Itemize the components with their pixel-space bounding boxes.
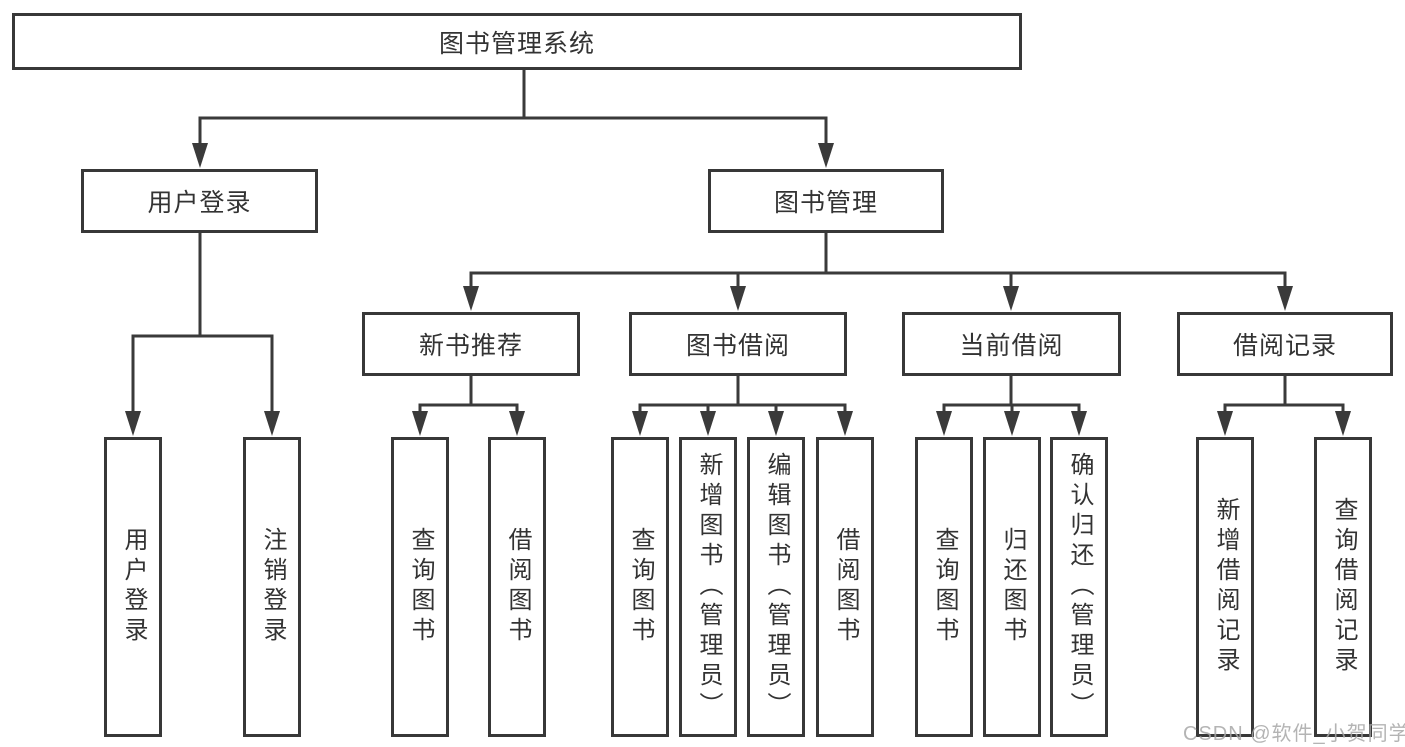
- leaf-label: 用户登录: [120, 527, 147, 647]
- node-new-book-recommendation: 新书推荐: [362, 312, 580, 376]
- node-library-management-system: 图书管理系统: [12, 13, 1022, 70]
- leaf-query-books-borrowing: 查询图书: [611, 437, 669, 737]
- leaf-add-book-admin: 新增图书（管理员）: [679, 437, 737, 737]
- leaf-label: 借阅图书: [504, 527, 531, 647]
- leaf-borrow-books-recommend: 借阅图书: [488, 437, 546, 737]
- node-current-borrowing: 当前借阅: [902, 312, 1121, 376]
- csdn-watermark: CSDN @软件_小贺同学: [1183, 723, 1405, 745]
- connector-user-login-to-leaves: [125, 233, 280, 436]
- node-borrowing-records: 借阅记录: [1177, 312, 1393, 376]
- leaf-label: 查询图书: [931, 527, 958, 647]
- leaf-query-books-current: 查询图书: [915, 437, 973, 737]
- connector-borrowing-records-to-leaves: [1217, 376, 1351, 436]
- node-book-borrowing: 图书借阅: [629, 312, 847, 376]
- leaf-query-borrow-record: 查询借阅记录: [1314, 437, 1372, 737]
- connector-root-to-level2: [192, 70, 834, 168]
- leaf-label: 归还图书: [999, 527, 1026, 647]
- leaf-user-login: 用户登录: [104, 437, 162, 737]
- connector-current-borrowing-to-leaves: [936, 376, 1087, 436]
- leaf-return-books: 归还图书: [983, 437, 1041, 737]
- leaf-logout: 注销登录: [243, 437, 301, 737]
- leaf-query-books-recommend: 查询图书: [391, 437, 449, 737]
- leaf-edit-book-admin: 编辑图书（管理员）: [747, 437, 805, 737]
- leaf-label: 编辑图书（管理员）: [763, 452, 790, 722]
- leaf-label: 新增图书（管理员）: [695, 452, 722, 722]
- leaf-label: 查询借阅记录: [1330, 497, 1357, 677]
- leaf-label: 查询图书: [627, 527, 654, 647]
- leaf-label: 新增借阅记录: [1212, 497, 1239, 677]
- connector-book-management-to-level3: [463, 233, 1293, 311]
- leaf-confirm-return-admin: 确认归还（管理员）: [1050, 437, 1108, 737]
- leaf-borrow-books-borrowing: 借阅图书: [816, 437, 874, 737]
- leaf-label: 确认归还（管理员）: [1066, 452, 1093, 722]
- leaf-label: 注销登录: [259, 527, 286, 647]
- leaf-add-borrow-record: 新增借阅记录: [1196, 437, 1254, 737]
- leaf-label: 查询图书: [407, 527, 434, 647]
- connector-new-book-recommendation-to-leaves: [412, 376, 525, 436]
- leaf-label: 借阅图书: [832, 527, 859, 647]
- node-user-login: 用户登录: [81, 169, 318, 233]
- node-book-management: 图书管理: [708, 169, 944, 233]
- connector-book-borrowing-to-leaves: [632, 376, 853, 436]
